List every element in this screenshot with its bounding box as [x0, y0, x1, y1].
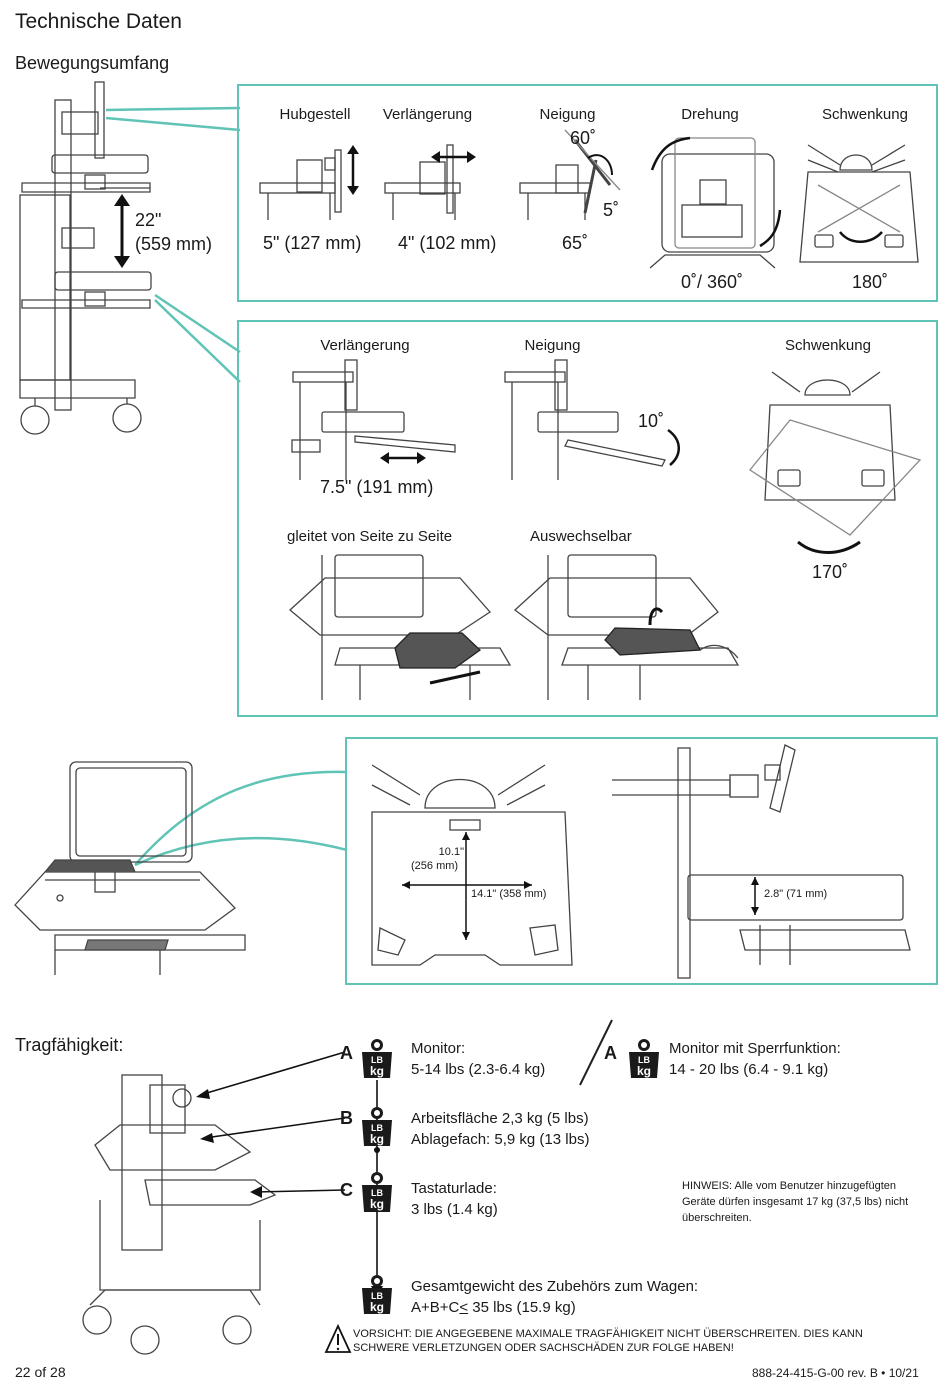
height-adjust-label: 22" (559 mm): [135, 210, 213, 254]
value-rotation: 0˚/ 360˚: [681, 272, 744, 292]
value-tilt-range: 65˚: [562, 233, 589, 253]
label-swivel: Schwenkung: [822, 106, 908, 123]
value-surface-extension: 7.5" (191 mm): [320, 477, 434, 497]
tilt-illustration: [519, 129, 621, 220]
value-surface-tilt: 10˚: [638, 411, 665, 431]
height-dimension: 2.8" (71 mm): [764, 888, 828, 900]
weight-keyboard: Tastaturlade: 3 lbs (1.4 kg): [411, 1180, 498, 1218]
surface-side-view: [612, 744, 911, 979]
label-surface-swivel: Schwenkung: [785, 337, 871, 354]
note-text: HINWEIS: Alle vom Benutzer hinzugefügten…: [682, 1180, 909, 1224]
label-extension: Verlängerung: [382, 106, 473, 123]
letter-a-lock: A: [604, 1043, 617, 1063]
value-swivel: 180˚: [852, 272, 889, 292]
label-slide: gleitet von Seite zu Seite: [287, 528, 453, 545]
label-lift: Hubgestell: [279, 106, 351, 123]
cart-illustration-bottom: [82, 1074, 277, 1355]
document-number: 888-24-415-G-00 rev. B • 10/21: [752, 1366, 919, 1380]
letter-c: C: [340, 1180, 353, 1200]
label-swap: Auswechselbar: [530, 528, 632, 545]
value-lift: 5" (127 mm): [263, 233, 362, 253]
section-title-motion: Bewegungsumfang: [15, 53, 170, 73]
monitor-motion-panel: [237, 84, 938, 302]
depth-dimension-mm: (256 mm): [411, 860, 459, 872]
label-surface-tilt: Neigung: [524, 337, 581, 354]
weight-total: Gesamtgewicht des Zubehörs zum Wagen: A+…: [411, 1278, 699, 1316]
surface-swivel-illustration: [749, 371, 922, 554]
width-dimension: 14.1" (358 mm): [471, 888, 547, 900]
dimensions-panel: [345, 737, 938, 985]
slide-illustration: [289, 554, 512, 700]
rotation-illustration: [649, 136, 782, 269]
swap-illustration: [513, 554, 740, 700]
section-title-capacity: Tragfähigkeit:: [15, 1035, 124, 1055]
value-tilt-down: 5˚: [603, 200, 620, 220]
page-number: 22 of 28: [15, 1364, 66, 1380]
letter-a: A: [340, 1043, 353, 1063]
warning-text: VORSICHT: DIE ANGEGEBENE MAXIMALE TRAGFÄ…: [353, 1328, 863, 1354]
surface-extension-illustration: [291, 359, 456, 480]
weight-worksurface: Arbeitsfläche 2,3 kg (5 lbs) Ablagefach:…: [411, 1110, 590, 1148]
cart-illustration-middle: [14, 761, 246, 975]
swivel-illustration: [799, 144, 919, 263]
label-tilt: Neigung: [539, 106, 596, 123]
weight-monitor-lock: Monitor mit Sperrfunktion: 14 - 20 lbs (…: [669, 1040, 841, 1078]
page-title: Technische Daten: [15, 10, 182, 33]
weight-monitor: Monitor: 5-14 lbs (2.3-6.4 kg): [411, 1040, 546, 1078]
lift-illustration: [259, 149, 342, 220]
letter-b: B: [340, 1108, 353, 1128]
value-surface-swivel: 170˚: [812, 562, 849, 582]
surface-tilt-illustration: [504, 359, 680, 480]
extension-illustration: [384, 144, 461, 220]
surface-motion-panel: [237, 320, 938, 717]
label-rotation: Drehung: [681, 106, 739, 123]
value-tilt-up: 60˚: [570, 128, 597, 148]
value-extension: 4" (102 mm): [398, 233, 497, 253]
surface-top-view: [371, 764, 573, 966]
label-surface-extension: Verlängerung: [320, 337, 410, 354]
cart-illustration-top: [19, 81, 152, 435]
depth-dimension: 10.1": [438, 846, 464, 858]
